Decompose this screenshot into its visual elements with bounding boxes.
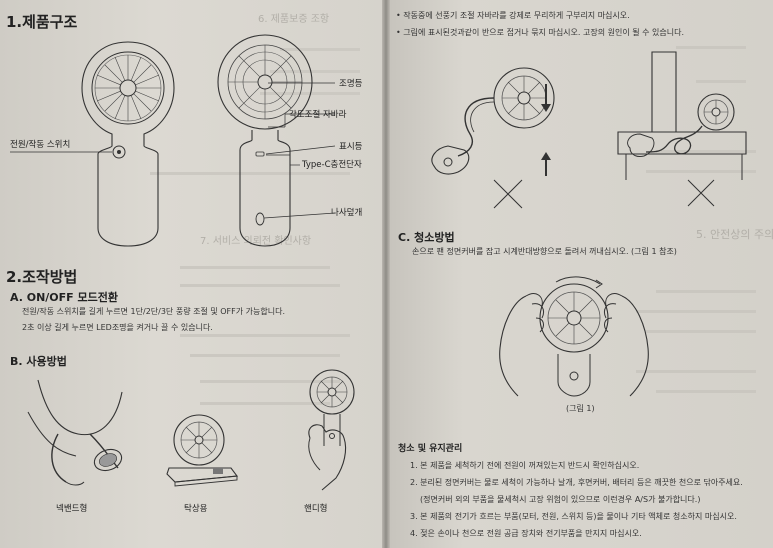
label-power-switch: 전원/작동 스위치	[10, 140, 71, 150]
usage-label-neckband: 넥밴드형	[56, 504, 88, 514]
left-page: 6. 제품보증 조항 7. 서비스 의뢰전 확인사항 1.제품구조	[0, 0, 386, 548]
subsection-a-line-1: 전원/작동 스위치를 길게 누르면 1단/2단/3단 풍량 조절 및 OFF가 …	[22, 307, 286, 316]
label-indicator: 표시등	[339, 142, 363, 152]
fan-back-diagram	[217, 34, 313, 247]
subsection-c-text: 손으로 팬 정면커버를 잡고 시계반대방향으로 돌려서 꺼내십시오. (그림 1…	[412, 247, 677, 256]
care-item-4: 4. 젖은 손이나 천으로 전원 공급 장치와 전기부품을 만지지 마십시오.	[410, 529, 642, 538]
care-item-2-note: (정면커버 외의 부품을 물세척시 고장 위험이 있으므로 이런경우 A/S가 …	[420, 495, 701, 504]
fan-front-diagram	[81, 41, 175, 247]
usage-label-handheld: 핸디형	[304, 504, 328, 514]
care-item-2: 2. 분리된 정면커버는 물로 세척이 가능하나 날개, 후면커버, 배터리 등…	[410, 478, 743, 487]
neckband-illustration	[27, 379, 123, 486]
subsection-c-title: C. 청소방법	[398, 231, 455, 244]
label-light: 조명등	[339, 79, 363, 89]
subsection-a-title: A. ON/OFF 모드전환	[10, 291, 118, 304]
page-fold	[382, 0, 390, 548]
bleed-through-lines	[616, 40, 766, 520]
bleed-through-lines-2	[170, 262, 370, 422]
usage-label-desk: 탁상용	[184, 504, 208, 514]
subsection-a-line-2: 2초 이상 길게 누르면 LED조명을 켜거나 끌 수 있습니다.	[22, 323, 213, 332]
bleed-through-heading-7: 7. 서비스 의뢰전 확인사항	[200, 236, 312, 247]
desk-illustration	[166, 414, 239, 487]
label-screw-cap: 나사덮개	[331, 208, 363, 218]
tied-cable-illustration	[617, 51, 747, 207]
bleed-through-lines	[150, 40, 370, 180]
label-angle-bar: 각도조절 자바라	[289, 110, 347, 120]
warning-line-2: • 그림에 표시된것과같이 반으로 접거나 묶지 마십시오. 고장의 원인이 될…	[396, 28, 685, 37]
subsection-b-title: B. 사용방법	[10, 355, 67, 368]
label-typec-port: Type-C충전단자	[302, 160, 362, 170]
part-leader-lines	[10, 82, 336, 219]
care-title: 청소 및 유지관리	[398, 444, 463, 454]
bent-cable-illustration	[431, 67, 555, 209]
right-page: 5. 안전상의 주의 • 작동중에 선풍기 조절 자바라를 강제로 무리하게 구…	[386, 0, 773, 548]
warning-line-1: • 작동중에 선풍기 조절 자바라를 강제로 무리하게 구부리지 마십시오.	[396, 11, 630, 20]
bleed-through-heading-6: 6. 제품보증 조항	[258, 14, 330, 25]
care-item-1: 1. 본 제품을 세척하기 전에 전원이 꺼져있는지 반드시 확인하십시오.	[410, 461, 640, 470]
bleed-through-heading-5: 5. 안전상의 주의	[696, 228, 773, 241]
cover-removal-illustration	[499, 276, 649, 397]
handheld-illustration	[308, 369, 355, 491]
figure-1-caption: (그림 1)	[566, 404, 595, 413]
care-item-3: 3. 본 제품의 전기가 흐르는 부품(모터, 전원, 스위치 등)을 물이나 …	[410, 512, 737, 521]
section1-title: 1.제품구조	[6, 13, 78, 31]
section2-title: 2.조작방법	[6, 268, 78, 286]
